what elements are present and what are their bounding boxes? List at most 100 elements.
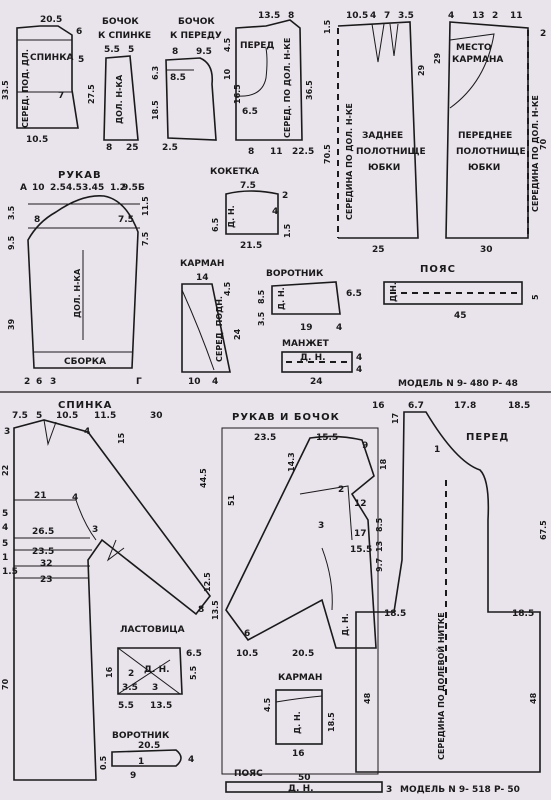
top-karman-grain: СЕРЕД. ПОДН.	[215, 296, 224, 362]
bottom-karman-dim-3: 16	[292, 749, 305, 759]
top-skirt-front-dim-5: 2	[540, 29, 546, 39]
bottom-rukav-bochok-dim-10: 17	[354, 529, 367, 539]
bottom-rukav-bochok-dim-13: 9.7	[375, 558, 384, 572]
bottom-spinka-dim-7: 15	[117, 432, 126, 444]
top-bochok-front-dim-5: 18.5	[151, 100, 160, 120]
top-manzhet-grain: Д. Н.	[300, 353, 326, 363]
bottom-poyas-grain: Д. Н.	[288, 784, 314, 794]
top-poyas-label: ПОЯС	[420, 264, 456, 275]
bottom-spinka-dim-2: 5	[36, 411, 42, 421]
bottom-spinka-dim-5: 30	[150, 411, 163, 421]
top-koketka-label: КОКЕТКА	[210, 167, 259, 177]
top-vorotnik-dim-2: 8.5	[257, 289, 266, 304]
bottom-spinka-side-1: 5	[2, 509, 8, 519]
top-skirt-front-pocket1: МЕСТО	[456, 43, 492, 53]
bottom-pered-dim-1: 16	[372, 401, 385, 411]
bottom-vorotnik-piece: ВОРОТНИК 20.5 0.5 4 1 9	[99, 731, 194, 781]
top-skirt-front-dim-3: 2	[492, 11, 498, 21]
top-rukav-dim-8: 3.5	[7, 205, 16, 220]
top-rukav-label: РУКАВ	[58, 170, 102, 181]
top-spinka-dim-2: 6	[76, 27, 82, 37]
top-rukav-dim-1: 10	[32, 183, 45, 193]
top-rukav-dim-11: 11.5	[141, 196, 150, 216]
bottom-spinka-piece: СПИНКА 7.5 5 10.5 11.5 30 4 15 44.5 3 22…	[1, 400, 212, 781]
bottom-rukav-bochok-dim-12: 13	[375, 541, 384, 552]
top-skirt-back-dim-3: 7	[384, 11, 390, 21]
top-skirt-front-pocket2: КАРМАНА	[452, 55, 503, 65]
bottom-karman-grain: Д. Н.	[293, 711, 302, 734]
bottom-lastovitsa-dim-4: 2	[128, 669, 134, 679]
top-pered-piece: 13.5 8 4.5 10 16.5 6.5 36.5 8 11 22.5 ПЕ…	[223, 11, 314, 157]
bottom-spinka-dim-1: 7.5	[12, 411, 28, 421]
bottom-poyas-label: ПОЯС	[234, 769, 263, 779]
top-karman-dim-3: 24	[233, 328, 242, 340]
bottom-poyas-piece: ПОЯС 50 3 Д. Н.	[225, 769, 392, 795]
top-karman-piece: КАРМАН 14 4.5 24 10 4 СЕРЕД. ПОДН.	[180, 259, 242, 387]
bottom-pered-dim-9: 18.5	[384, 609, 406, 619]
bottom-spinka-dim-6: 4	[84, 427, 90, 437]
bottom-lastovitsa-dim-6: 3.5	[122, 683, 138, 693]
bottom-karman-piece: КАРМАН 4.5 18.5 16 Д. Н.	[263, 673, 336, 759]
bottom-pered-dim-5: 17	[391, 413, 400, 424]
top-karman-label: КАРМАН	[180, 259, 224, 269]
top-vorotnik-piece: ВОРОТНИК 3.5 8.5 6.5 19 4 Д. Н.	[257, 269, 362, 333]
top-rukav-g: Г	[136, 377, 142, 387]
top-spinka-dim-1: 20.5	[40, 15, 62, 25]
bottom-karman-dim-2: 18.5	[327, 712, 336, 732]
bottom-vorotnik-label: ВОРОТНИК	[112, 731, 170, 741]
top-pered-dim-4: 10	[223, 68, 232, 80]
top-poyas-piece: ПОЯС Д.Н. 45 5	[383, 264, 540, 321]
top-rukav-dim-12: 9.5	[7, 235, 16, 250]
top-vorotnik-grain: Д. Н.	[277, 287, 286, 310]
top-rukav-dim-2: 2.5	[50, 183, 66, 193]
bottom-spinka-side-2: 4	[2, 523, 8, 533]
top-pered-grain: СЕРЕД. ПО ДОЛ. Н-КЕ	[283, 38, 292, 138]
bottom-lastovitsa-dim-2: 5.5	[189, 665, 198, 680]
top-karman-dim-5: 4	[212, 377, 218, 387]
bottom-spinka-label: СПИНКА	[58, 400, 112, 411]
bottom-pered-dim-8: 18.5	[512, 609, 534, 619]
top-bochok-front-title2: К ПЕРЕДУ	[170, 31, 222, 41]
top-koketka-dim-6: 1.5	[283, 223, 292, 238]
bottom-spinka-dim-20: 70	[1, 678, 10, 690]
top-skirt-front-dim-2: 13	[472, 11, 485, 21]
top-pered-dim-11: 22.5	[292, 147, 314, 157]
top-pered-dim-10: 11	[270, 147, 283, 157]
bottom-lastovitsa-dim-1: 6.5	[186, 649, 202, 659]
top-manzhet-label: МАНЖЕТ	[282, 339, 330, 349]
bottom-rukav-bochok-dim-6: 51	[227, 494, 236, 506]
top-pered-label: ПЕРЕД	[240, 41, 274, 51]
top-koketka-piece: КОКЕТКА 7.5 6.5 4 2 21.5 1.5 Д. Н.	[210, 167, 292, 251]
top-skirt-front-dim-6: 29	[433, 52, 442, 64]
bottom-pered-grain: СЕРЕДИНА ПО ДОЛЕВОЙ НИТКЕ	[435, 612, 446, 760]
top-pered-dim-3: 4.5	[223, 37, 232, 52]
top-spinka-label: СПИНКА	[30, 53, 74, 63]
top-skirt-front-line3: ЮБКИ	[468, 163, 500, 173]
top-skirt-front-piece: 4 13 2 11 2 29 70 30 МЕСТО КАРМАНА ПЕРЕД…	[433, 11, 548, 255]
bottom-pered-dim-6: 1	[434, 445, 440, 455]
bottom-rukav-bochok-dim-9: 3	[318, 521, 324, 531]
bottom-spinka-side-5: 1.5	[2, 567, 18, 577]
top-skirt-back-dim-4: 3.5	[398, 11, 414, 21]
bottom-vorotnik-dim-3: 4	[188, 755, 194, 765]
top-koketka-grain: Д. Н.	[227, 205, 236, 228]
top-poyas-dim-2: 5	[531, 294, 540, 300]
top-bochok-front-piece: БОЧОК К ПЕРЕДУ 8 9.5 6.3 8.5 18.5 2.5	[151, 17, 222, 153]
top-rukav-dim-5: 5	[98, 183, 104, 193]
top-vorotnik-dim-5: 4	[336, 323, 342, 333]
top-skirt-back-dim-8: 25	[372, 245, 385, 255]
bottom-karman-dim-1: 4.5	[263, 697, 272, 712]
top-bochok-front-dim-1: 8	[172, 47, 178, 57]
top-poyas-dim-1: 45	[454, 311, 467, 321]
top-bochok-front-dim-3: 6.3	[151, 66, 160, 80]
bottom-lastovitsa-dim-3: 16	[105, 666, 114, 678]
top-pered-dim-9: 8	[248, 147, 254, 157]
top-spinka-dim-5: 10.5	[26, 135, 48, 145]
bottom-karman-label: КАРМАН	[278, 673, 322, 683]
bottom-spinka-dim-12: 4	[72, 493, 78, 503]
top-manzhet-dim-1: 24	[310, 377, 323, 387]
top-pered-dim-8: 36.5	[305, 80, 314, 100]
bottom-rukav-bochok-dim-19: 20.5	[292, 649, 314, 659]
